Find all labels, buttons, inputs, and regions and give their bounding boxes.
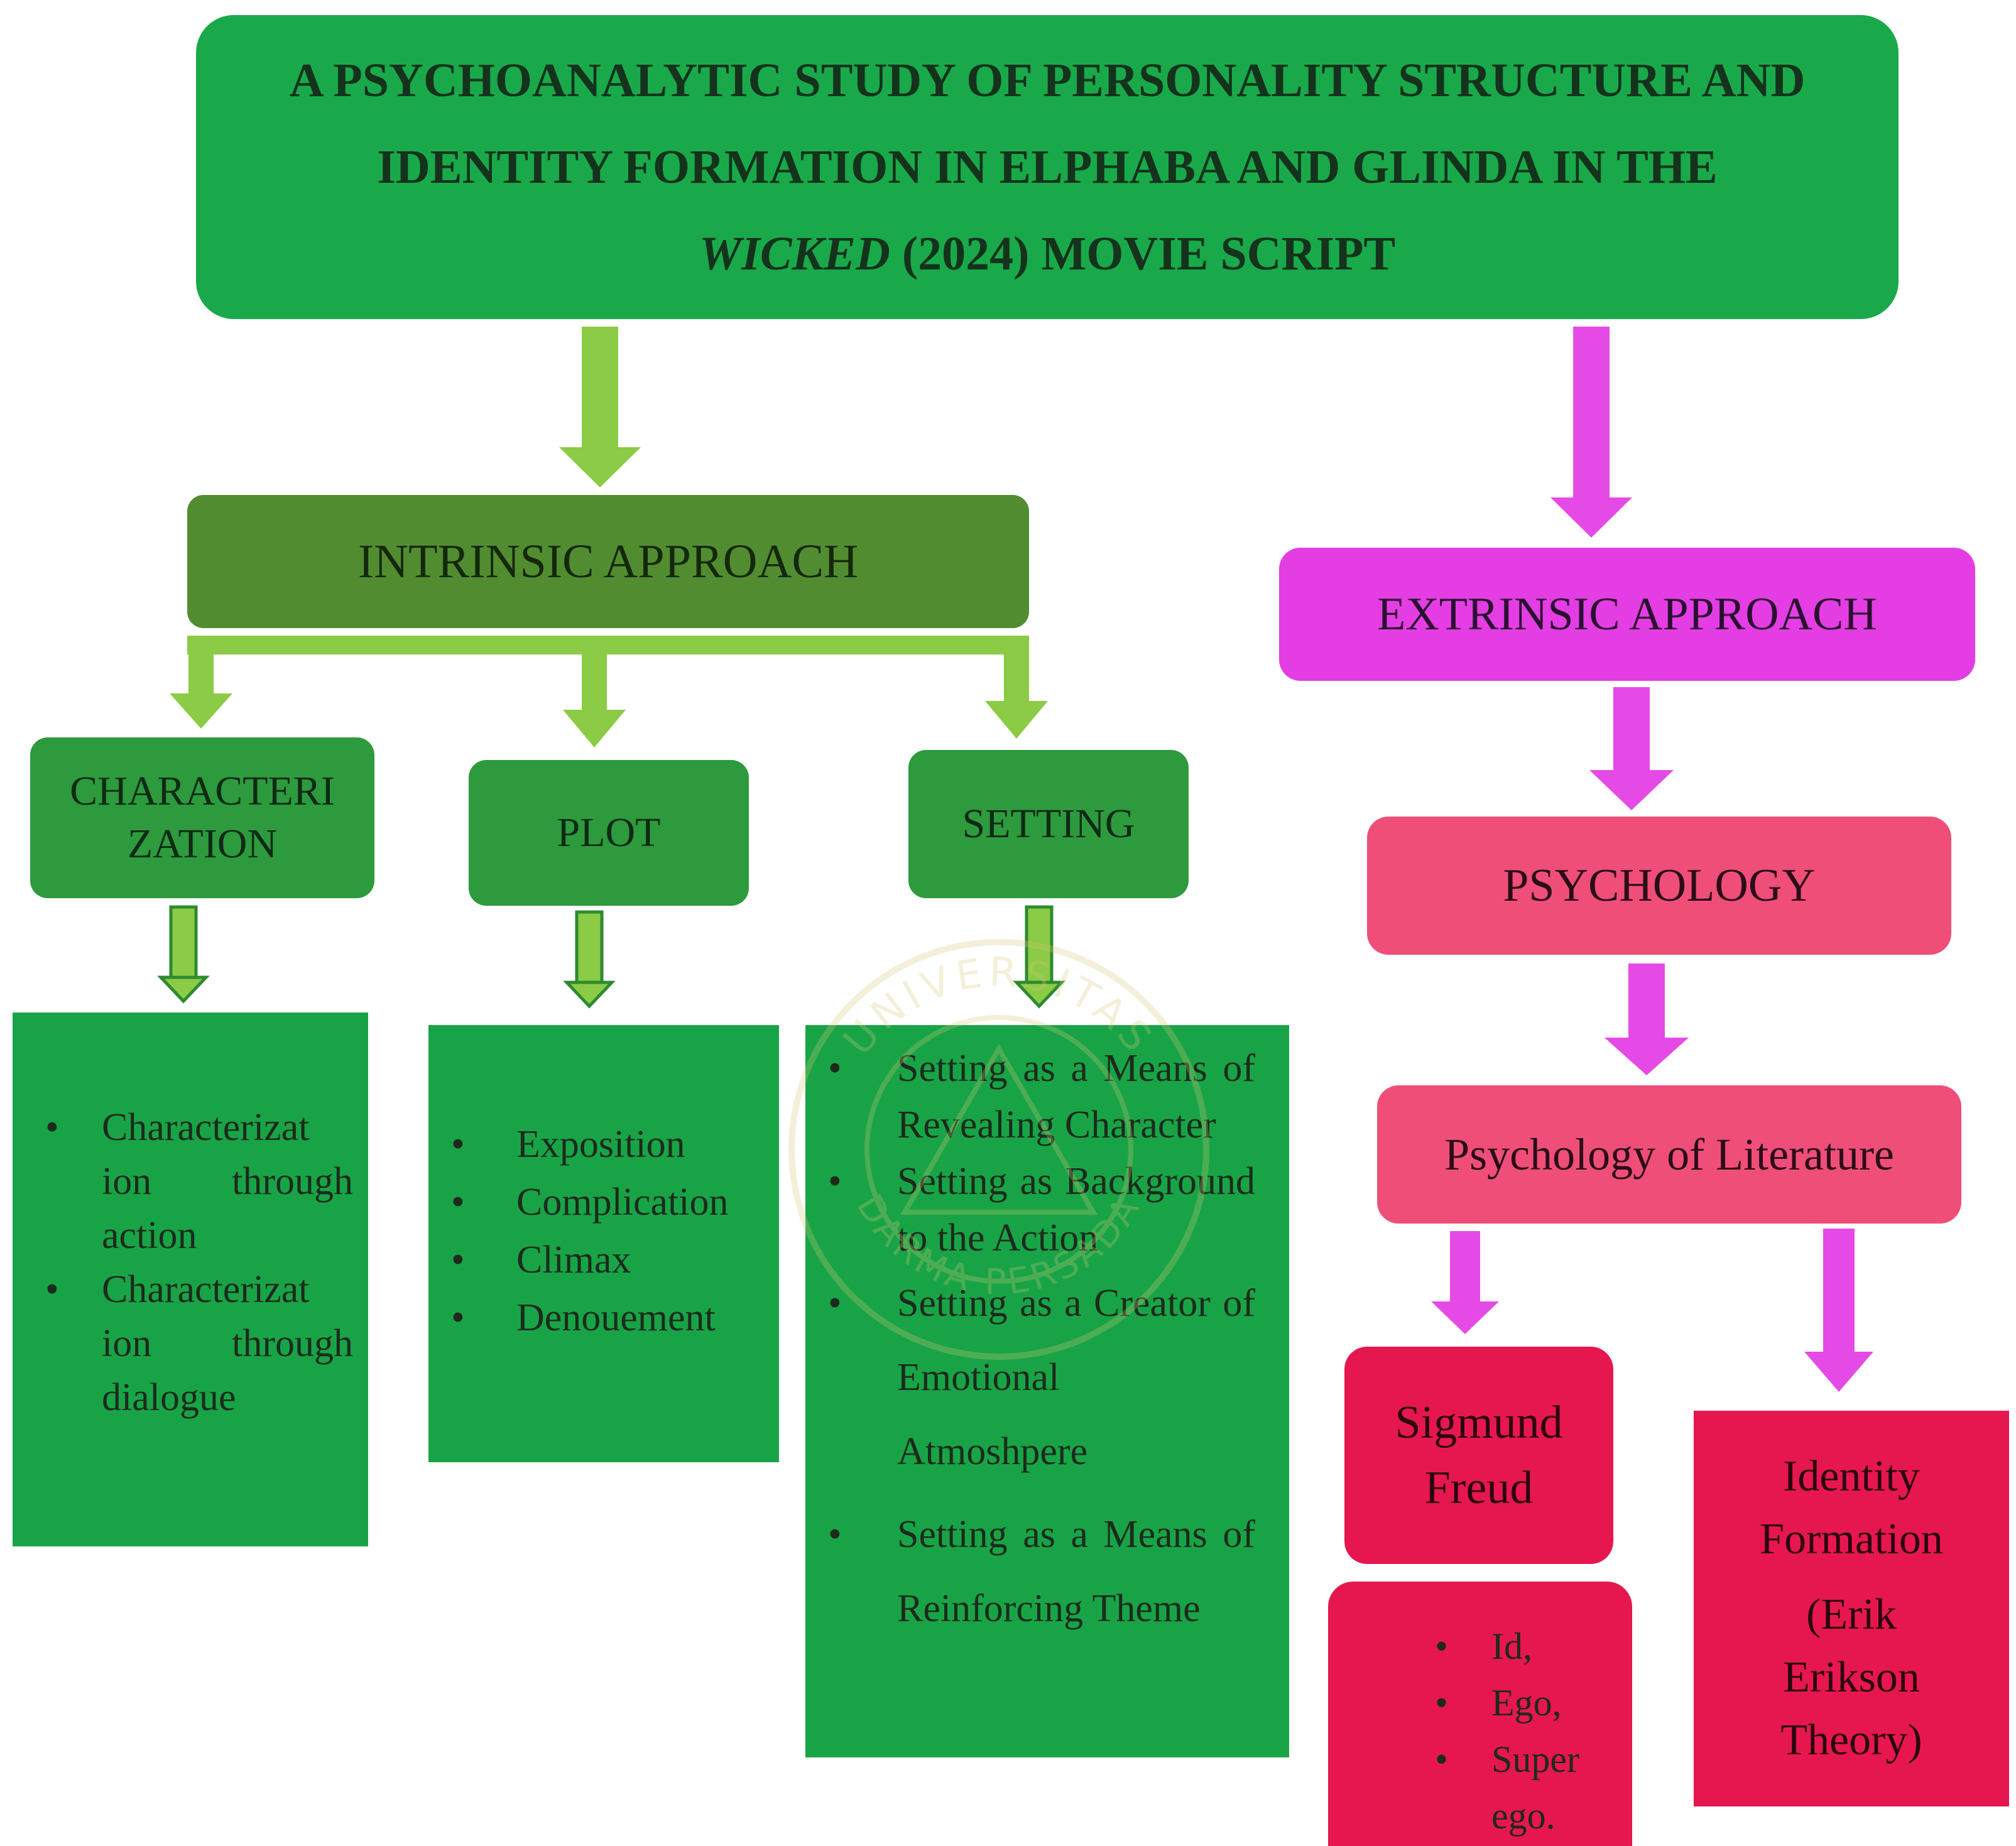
- psychology-of-literature-box: Psychology of Literature: [1377, 1085, 1961, 1224]
- psychology-box: PSYCHOLOGY: [1367, 817, 1951, 955]
- list-item: Id,: [1435, 1618, 1617, 1675]
- freud-line-1: Sigmund: [1395, 1397, 1563, 1448]
- list-item: Setting as a Means of Revealing Characte…: [828, 1040, 1255, 1153]
- characterization-list: Characterizat ion through action Charact…: [45, 1100, 353, 1425]
- arrow-literature-to-identity: [1804, 1229, 1873, 1392]
- intrinsic-approach-box: INTRINSIC APPROACH: [187, 495, 1029, 628]
- list-item: Characterizat ion through action: [45, 1100, 353, 1262]
- characterization-label-2: ZATION: [127, 821, 278, 867]
- freud-list: Id, Ego, Super ego.: [1435, 1618, 1617, 1844]
- characterization-box: CHARACTERI ZATION: [30, 737, 374, 898]
- list-item: Characterizat ion through dialogue: [45, 1262, 353, 1425]
- arrow-plot-to-list: [563, 910, 616, 1009]
- list-item: Setting as a Creator of Emotional Atmosh…: [828, 1266, 1255, 1489]
- plot-list: Exposition Complication Climax Denouemen…: [451, 1116, 780, 1347]
- plot-list-box: Exposition Complication Climax Denouemen…: [428, 1025, 779, 1462]
- diagram-title: A PSYCHOANALYTIC STUDY OF PERSONALITY ST…: [196, 15, 1899, 319]
- title-italic-word: WICKED: [699, 227, 890, 280]
- title-line-3-rest: (2024) MOVIE SCRIPT: [890, 227, 1396, 280]
- list-item: Complication: [451, 1173, 780, 1231]
- setting-box: SETTING: [908, 750, 1189, 898]
- identity-line-5: Theory): [1780, 1716, 1922, 1764]
- svg-text:DARMA PERSADA: DARMA PERSADA: [849, 1188, 1149, 1303]
- list-item: Super ego.: [1435, 1731, 1617, 1844]
- seal-bottom-text: DARMA PERSADA: [849, 1188, 1145, 1303]
- list-item: Exposition: [451, 1116, 780, 1173]
- setting-list: Setting as a Means of Revealing Characte…: [828, 1040, 1255, 1646]
- arrow-literature-to-freud: [1431, 1231, 1499, 1334]
- characterization-label-1: CHARACTERI: [70, 768, 335, 814]
- arrow-title-to-intrinsic: [559, 327, 641, 487]
- list-item: Denouement: [451, 1289, 780, 1347]
- intrinsic-branch-connector: [170, 636, 1048, 747]
- arrow-characterization-to-list: [157, 905, 210, 1004]
- extrinsic-approach-box: EXTRINSIC APPROACH: [1279, 548, 1975, 681]
- freud-list-box: Id, Ego, Super ego.: [1328, 1582, 1632, 1846]
- list-item: Setting as a Means of Reinforcing Theme: [828, 1497, 1255, 1646]
- university-seal-watermark: UNIVERSITAS DARMA PERSADA: [788, 939, 1209, 1360]
- sigmund-freud-box: Sigmund Freud: [1344, 1347, 1613, 1564]
- title-line-3: WICKED (2024) MOVIE SCRIPT: [699, 210, 1395, 297]
- arrow-extrinsic-to-psychology: [1589, 687, 1674, 810]
- identity-line-3: (Erik: [1806, 1590, 1897, 1639]
- identity-formation-box: Identity Formation (Erik Erikson Theory): [1694, 1411, 2009, 1806]
- setting-list-box: Setting as a Means of Revealing Characte…: [805, 1025, 1289, 1757]
- list-item: Ego,: [1435, 1675, 1617, 1731]
- characterization-list-box: Characterizat ion through action Charact…: [13, 1013, 368, 1546]
- arrow-psychology-to-literature: [1605, 964, 1689, 1075]
- plot-box: PLOT: [469, 760, 749, 906]
- identity-line-2: Formation: [1760, 1515, 1943, 1563]
- arrow-title-to-extrinsic: [1550, 327, 1632, 538]
- arrow-setting-to-list: [1013, 905, 1065, 1009]
- identity-line-1: Identity: [1783, 1452, 1920, 1501]
- title-line-2: IDENTITY FORMATION IN ELPHABA AND GLINDA…: [377, 141, 1718, 193]
- identity-line-4: Erikson: [1783, 1653, 1920, 1702]
- list-item: Climax: [451, 1231, 780, 1289]
- title-line-1: A PSYCHOANALYTIC STUDY OF PERSONALITY ST…: [289, 54, 1806, 107]
- list-item: Setting as Background to the Action: [828, 1153, 1255, 1266]
- freud-line-2: Freud: [1424, 1462, 1534, 1514]
